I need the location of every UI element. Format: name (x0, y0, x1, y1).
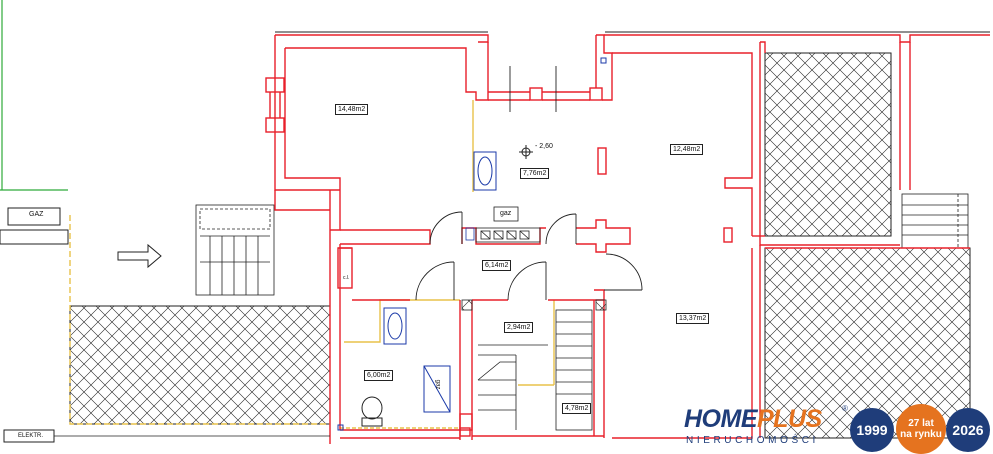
room-area-right-top: 12,48m2 (670, 144, 704, 155)
room-area-right-bottom: 13,37m2 (676, 313, 710, 324)
room-area-living-top-left: 14,48m2 (335, 104, 369, 115)
gaz-label-bath: gaz (434, 379, 441, 390)
brand-plus: PLUS (757, 405, 822, 433)
room-area-hall: 7,76m2 (520, 168, 550, 179)
level-marker (519, 145, 533, 159)
years-line1: 27 lat (908, 418, 934, 429)
level-label: - 2,60 (535, 143, 553, 150)
gaz-label-center: gaz (500, 210, 512, 217)
registered-mark: ® (842, 404, 848, 413)
elektr-label: ELEKTR. (18, 433, 44, 439)
gas-box (0, 207, 69, 245)
years-line2: na rynku (900, 429, 942, 440)
exterior-stairs-right (901, 193, 969, 249)
room-area-corridor: 6,14m2 (482, 260, 512, 271)
gas-lines (69, 100, 555, 429)
year-start-badge: 1999 (850, 408, 894, 452)
entrance-arrow (117, 243, 162, 269)
cabinet-label: c.l. (343, 275, 350, 281)
gas-cabinet (465, 206, 541, 243)
brand-home: HOME (684, 405, 758, 433)
site-boundary (0, 0, 68, 191)
year-end-badge: 2026 (946, 408, 990, 452)
brand-wordmark: HOMEPLUS (684, 406, 822, 432)
toilet (361, 396, 383, 427)
interior-stairs (477, 309, 593, 431)
gaz-label-left: GAZ (29, 211, 44, 218)
columns (461, 299, 607, 311)
entrance-stairs (195, 204, 275, 296)
markers (337, 57, 607, 431)
room-area-small: 2,94m2 (504, 322, 534, 333)
fixtures (383, 151, 497, 413)
room-area-stairwell: 4,78m2 (562, 403, 592, 414)
brand-subtitle: NIERUCHOMOŚCI (686, 435, 819, 446)
room-area-bathroom: 6,00m2 (364, 370, 394, 381)
terraces (69, 52, 971, 439)
doors (415, 66, 643, 301)
